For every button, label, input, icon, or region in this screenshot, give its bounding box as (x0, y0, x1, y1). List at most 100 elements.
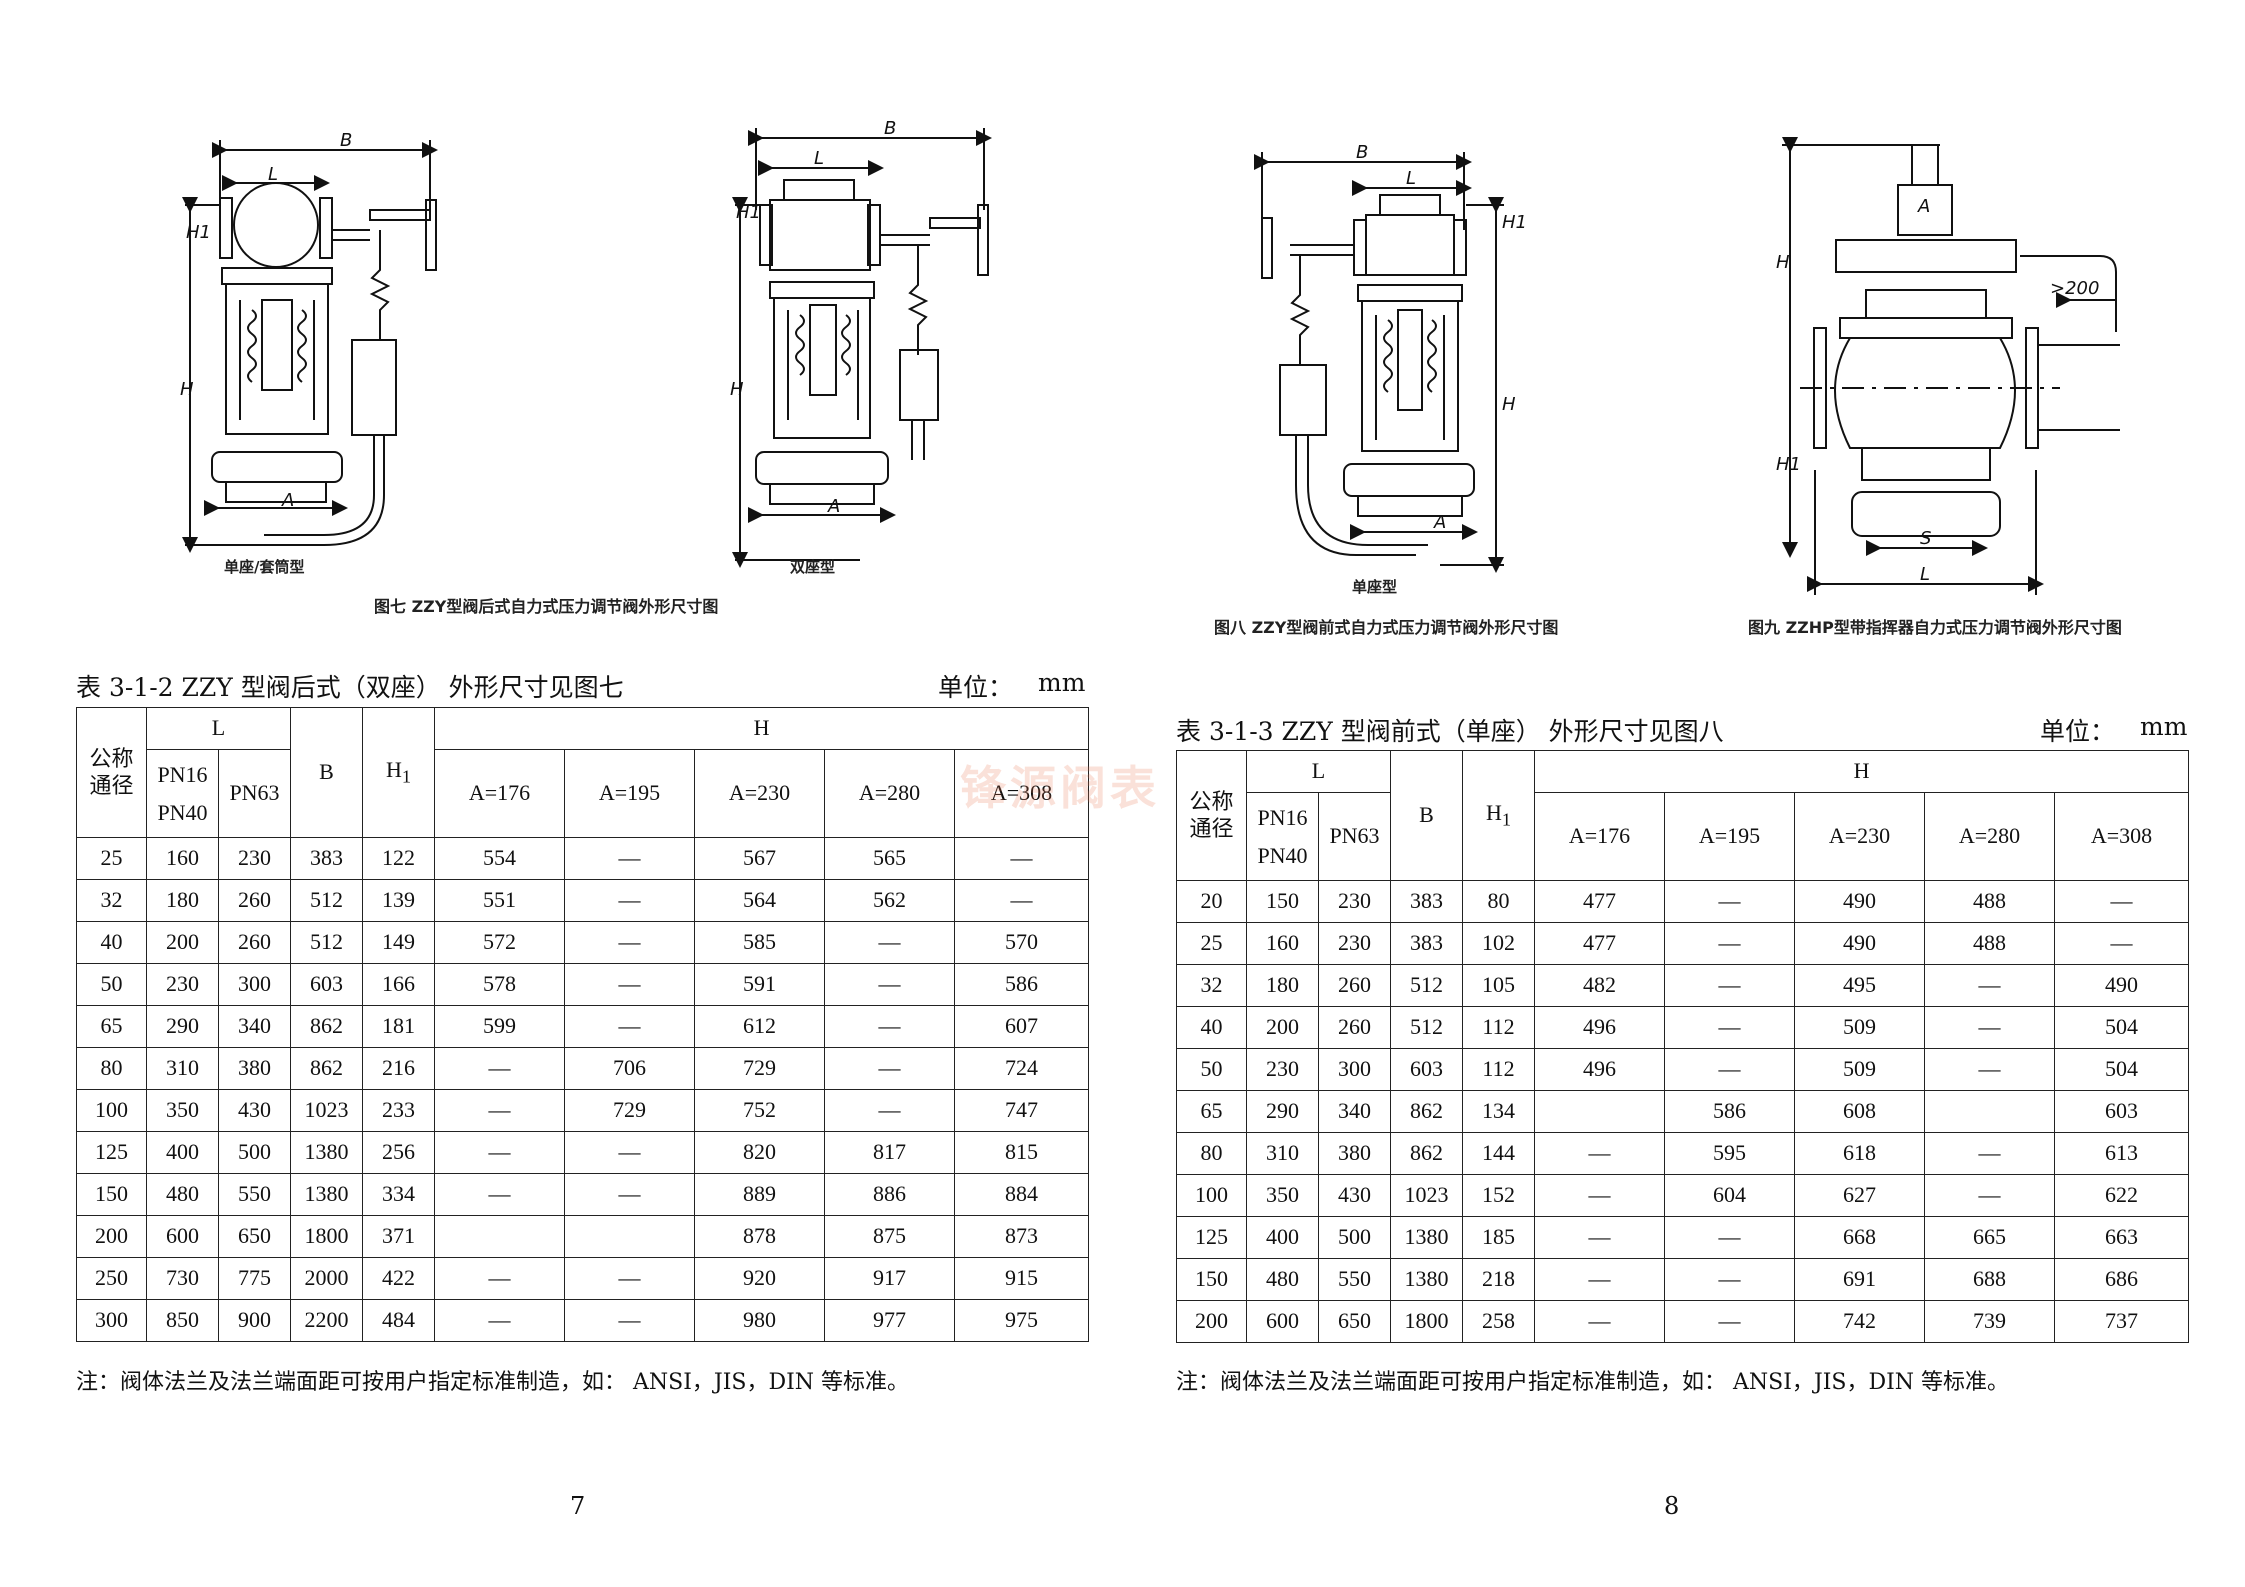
table-cell: — (564, 921, 696, 964)
fig9-dim-h1: H1 (1776, 454, 1801, 475)
fig7-caption: 图七 ZZY型阀后式自力式压力调节阀外形尺寸图 (374, 597, 719, 616)
table-cell: — (564, 1299, 696, 1342)
table-cell (434, 1215, 566, 1258)
fig8-sub: 单座型 (1352, 578, 1398, 596)
table2-header-nominal: 公称通径 (1176, 750, 1247, 881)
table-cell: 400 (1246, 1216, 1319, 1259)
table-cell: 40 (76, 921, 147, 964)
table-cell: 496 (1534, 1048, 1666, 1091)
fig7-right-dim-a: A (827, 496, 840, 517)
fig8-dim-h1: H1 (1502, 212, 1527, 233)
table-cell: 477 (1534, 922, 1666, 965)
table2-header-a176: A=176 (1534, 792, 1666, 881)
table-cell: 495 (1794, 964, 1926, 1007)
table-cell: — (1664, 1006, 1796, 1049)
table-cell: — (434, 1173, 566, 1216)
table-cell: 550 (217, 1173, 292, 1216)
fig9-caption: 图九 ZZHP型带指挥器自力式压力调节阀外形尺寸图 (1748, 618, 2122, 637)
table-cell: 585 (694, 921, 826, 964)
table-cell: — (824, 921, 956, 964)
table-cell: 562 (824, 879, 956, 922)
table-cell: 730 (146, 1257, 219, 1300)
table-cell: — (434, 1299, 566, 1342)
table-cell: 2200 (290, 1299, 364, 1342)
table1-header-b: B (290, 707, 364, 838)
table-cell: — (824, 963, 956, 1006)
table-cell: 975 (954, 1299, 1090, 1342)
table-cell: 260 (217, 879, 292, 922)
table-cell: 729 (564, 1089, 696, 1132)
table-cell: 595 (1664, 1132, 1796, 1175)
table-cell: 350 (146, 1089, 219, 1132)
table-cell: 230 (1246, 1048, 1319, 1091)
table-cell: 850 (146, 1299, 219, 1342)
table-cell: 512 (1390, 964, 1464, 1007)
table-cell: 80 (1462, 880, 1536, 923)
table-cell: 216 (362, 1047, 436, 1090)
table-cell: 105 (1462, 964, 1536, 1007)
table-cell: 599 (434, 1005, 566, 1048)
table-cell: 200 (1246, 1006, 1319, 1049)
fig7-right-dim-b: B (884, 118, 896, 139)
table2-header-h: H (1534, 750, 2190, 793)
watermark-logo: 锋源阀表 (960, 761, 1160, 815)
table-cell: — (1664, 922, 1796, 965)
table-cell: 627 (1794, 1174, 1926, 1217)
fig8-dim-b: B (1356, 142, 1368, 163)
table-cell: 862 (290, 1005, 364, 1048)
table-cell: — (1664, 964, 1796, 1007)
table-cell: 488 (1924, 880, 2056, 923)
table-cell: 300 (1317, 1048, 1392, 1091)
table-cell: — (434, 1047, 566, 1090)
table-cell: 383 (1390, 880, 1464, 923)
table-cell: 512 (290, 921, 364, 964)
table-cell: 650 (1317, 1300, 1392, 1343)
table-cell: — (564, 879, 696, 922)
table-cell: 1380 (290, 1173, 364, 1216)
table-cell: 258 (1462, 1300, 1536, 1343)
fig7-right-dim-h: H (730, 379, 744, 400)
table-cell: 567 (694, 837, 826, 880)
fig7-left-dim-l: L (268, 164, 278, 185)
table-cell: 591 (694, 963, 826, 1006)
table-cell: 490 (1794, 880, 1926, 923)
table-cell: 586 (1664, 1090, 1796, 1133)
table1-header-a280: A=280 (824, 749, 956, 838)
table-cell: — (954, 837, 1090, 880)
table-cell: — (1534, 1174, 1666, 1217)
table-cell: — (824, 1089, 956, 1132)
table-cell: 512 (290, 879, 364, 922)
table-cell: 604 (1664, 1174, 1796, 1217)
fig8-caption: 图八 ZZY型阀前式自力式压力调节阀外形尺寸图 (1214, 618, 1559, 637)
table-cell: — (564, 1257, 696, 1300)
table-cell: 260 (1317, 1006, 1392, 1049)
table-cell: 550 (1317, 1258, 1392, 1301)
fig7-sub-left: 单座/套筒型 (224, 558, 305, 576)
table-cell: 260 (217, 921, 292, 964)
table-cell: — (1664, 1048, 1796, 1091)
table-cell: — (1534, 1258, 1666, 1301)
table-cell: 612 (694, 1005, 826, 1048)
table2-unit: mm (2140, 712, 2188, 741)
table-cell: 884 (954, 1173, 1090, 1216)
page-number-left: 7 (570, 1492, 586, 1520)
table-cell: — (434, 1089, 566, 1132)
table-cell: 20 (1176, 880, 1247, 923)
table-cell: 300 (217, 963, 292, 1006)
fig7-left-dim-h1: H1 (186, 222, 211, 243)
table-cell: 310 (1246, 1132, 1319, 1175)
table-cell: — (1924, 1048, 2056, 1091)
fig9-dim-a: A (1917, 196, 1930, 217)
table-cell: 878 (694, 1215, 826, 1258)
table-cell: 572 (434, 921, 566, 964)
table-cell: 488 (1924, 922, 2056, 965)
table-cell: 775 (217, 1257, 292, 1300)
